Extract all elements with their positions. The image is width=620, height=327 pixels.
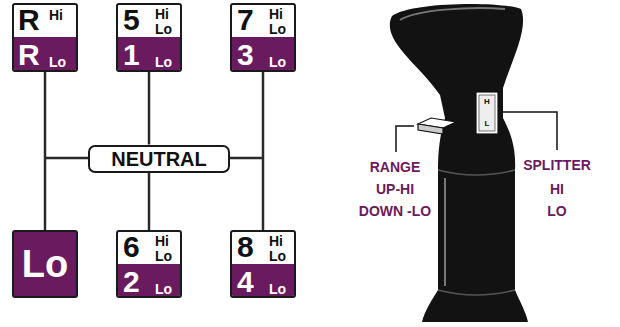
switch-marking: L — [485, 120, 490, 128]
gear-number: 3 — [237, 40, 254, 70]
knob-rib — [438, 170, 515, 175]
gear-number: 4 — [237, 267, 254, 297]
gear-number: 7 — [237, 5, 254, 35]
gear-number: R — [18, 40, 40, 70]
gear-number: 8 — [237, 232, 254, 262]
gear-gate-box: 6HiLo2Lo — [116, 230, 182, 298]
gear-number: Lo — [22, 245, 68, 283]
gate-line — [262, 72, 265, 230]
range-mark: Lo — [269, 22, 286, 36]
range-mark: Lo — [269, 55, 286, 69]
gear-gate-box: RHiRLo — [12, 3, 78, 72]
gate-line — [148, 72, 151, 145]
range-mark: Lo — [269, 282, 286, 296]
callout-label: SPLITTER — [523, 158, 591, 172]
range-mark: Hi — [155, 234, 169, 248]
knob-rib — [438, 290, 515, 295]
gear-number: 5 — [123, 5, 140, 35]
gate-line — [148, 173, 151, 231]
leader-line — [396, 126, 414, 152]
range-mark: Lo — [155, 55, 172, 69]
range-mark: Lo — [155, 22, 172, 36]
gear-number: 6 — [123, 232, 140, 262]
splitter-switch — [476, 92, 498, 134]
switch-marking: H — [484, 98, 490, 106]
gear-gate-box: 5HiLo1Lo — [116, 3, 182, 72]
range-mark: Lo — [269, 249, 286, 263]
gear-gate-box: 8HiLo4Lo — [230, 230, 296, 298]
neutral-box: NEUTRAL — [88, 145, 230, 173]
callout-label: RANGE — [370, 160, 421, 174]
range-mark: Lo — [155, 282, 172, 296]
range-mark: Hi — [269, 7, 283, 21]
callout-label: LO — [547, 204, 566, 218]
range-mark: Hi — [155, 7, 169, 21]
splitter-rocker — [479, 95, 495, 131]
knob-highlight — [400, 8, 505, 20]
gear-number: 1 — [123, 40, 140, 70]
gear-number: R — [18, 5, 40, 35]
callout-label: HI — [550, 182, 564, 196]
gate-line — [44, 72, 47, 230]
range-mark: Hi — [49, 8, 63, 22]
gear-number: NEUTRAL — [111, 149, 207, 169]
range-mark: Lo — [155, 249, 172, 263]
knob-highlight — [444, 178, 446, 286]
gear-gate-box: 7HiLo3Lo — [230, 3, 296, 72]
gear-number: 2 — [123, 267, 140, 297]
range-mark: Hi — [269, 234, 283, 248]
gear-gate-box: Lo — [12, 230, 78, 298]
callout-label: UP-HI — [376, 182, 414, 196]
range-lever — [418, 124, 443, 134]
callout-label: DOWN -LO — [359, 204, 431, 218]
leader-line — [501, 112, 557, 150]
range-mark: Lo — [49, 55, 66, 69]
